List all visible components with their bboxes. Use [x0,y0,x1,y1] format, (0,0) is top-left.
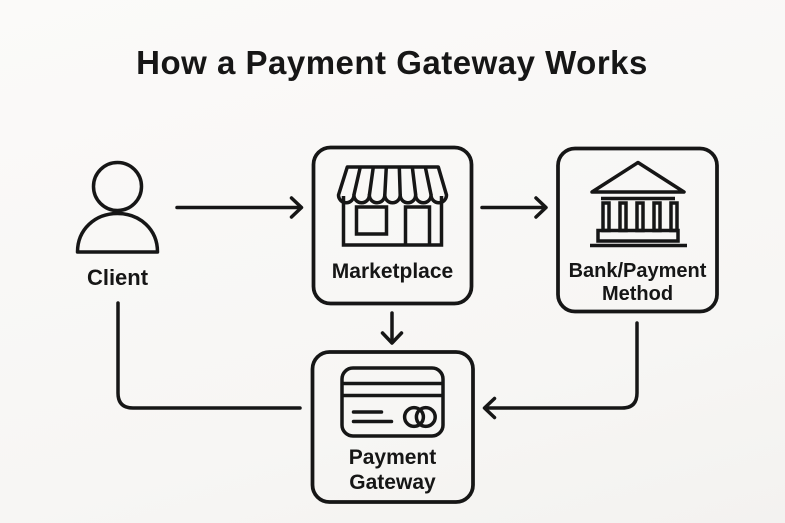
arrow-marketplace-to-gateway [380,311,404,345]
bank-box [556,146,719,314]
bank-label-line1: Bank/Payment [569,260,707,282]
connectors [116,196,639,420]
marketplace-label: Marketplace [332,260,453,283]
bank-label-line2: Method [602,283,673,305]
credit-card-icon [340,366,445,438]
marketplace-box [311,145,474,306]
arrow-bank-to-gateway [482,321,639,420]
node-client: Client [75,160,160,290]
bank-icon [590,160,687,248]
arrowhead-right-icon [534,196,548,219]
node-marketplace: Marketplace [311,145,474,306]
payment-gateway-label-line2: Gateway [349,471,436,494]
page-title: How a Payment Gateway Works [136,44,648,81]
node-payment-gateway: Payment Gateway [310,350,475,504]
arrowhead-down-icon [380,331,404,345]
storefront-icon [336,165,449,247]
arrowhead-left-icon [482,396,497,420]
client-label: Client [87,265,149,290]
arrow-client-to-marketplace [175,196,304,219]
arrow-marketplace-to-bank [480,196,548,219]
payment-gateway-box [310,350,475,504]
payment-gateway-label-line1: Payment [349,446,437,469]
node-bank: Bank/Payment Method [556,146,719,314]
person-icon [75,160,160,254]
arrowhead-right-icon [289,196,304,219]
line-gateway-to-client [116,301,302,410]
